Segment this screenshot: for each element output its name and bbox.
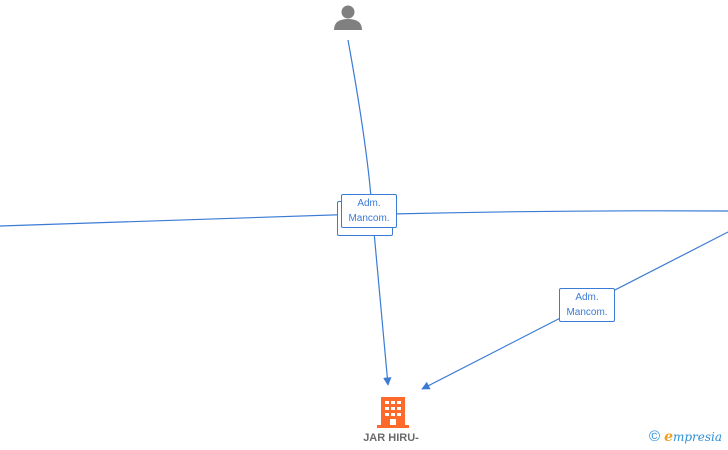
company-name-label[interactable]: JAR HIRU-: [363, 432, 419, 444]
brand-wordmark: empresia: [664, 428, 723, 445]
edge-left-to-center: [0, 213, 363, 227]
brand-logo: © empresia: [649, 428, 722, 445]
relation-label-center[interactable]: Adm. Mancom.: [341, 194, 397, 228]
relation-label-line1: Adm.: [357, 198, 381, 209]
edge-right-to-center: [389, 210, 728, 215]
relation-label-line2: Mancom.: [566, 307, 608, 318]
copyright-icon: ©: [649, 428, 661, 445]
company-building-icon[interactable]: [377, 397, 409, 428]
relation-label-line2: Mancom.: [348, 213, 390, 224]
person-icon[interactable]: [334, 5, 362, 31]
relation-label-line1: Adm.: [575, 292, 599, 303]
relation-label-right[interactable]: Adm. Mancom.: [559, 288, 615, 322]
